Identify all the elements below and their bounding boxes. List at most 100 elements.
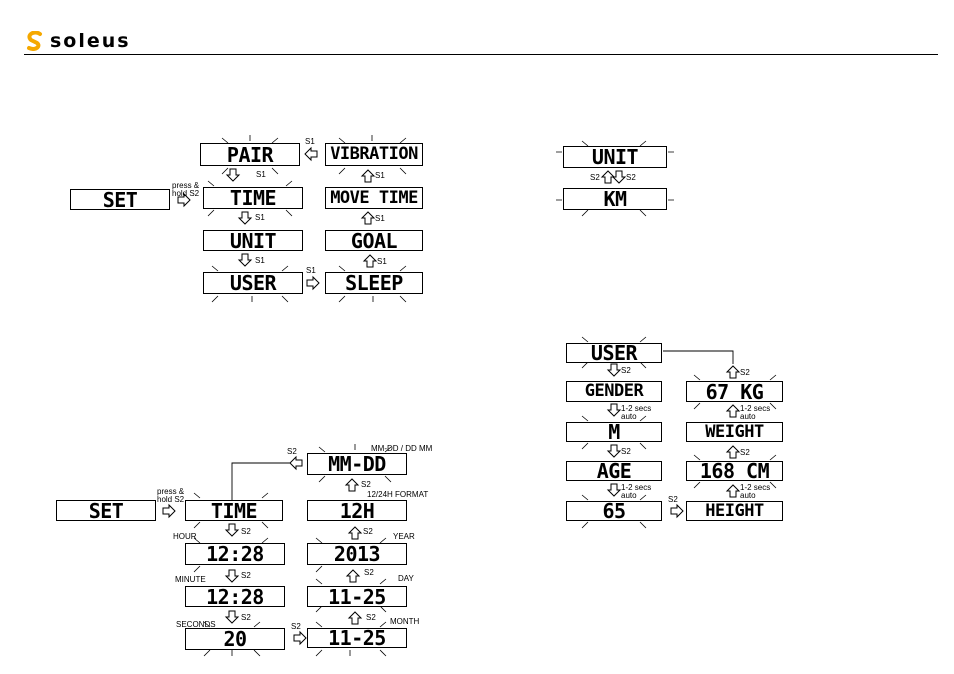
uf-user-label: USER <box>590 341 638 365</box>
arrow-user-sleep-icon <box>306 276 320 290</box>
arrow-vibration-pair-icon <box>304 147 318 161</box>
age-label: AGE <box>596 459 632 483</box>
seconds-label: SECONDS <box>176 620 216 629</box>
minute-box: 12:28 <box>185 586 285 607</box>
month-label: MONTH <box>390 617 420 626</box>
tf-set-label: SET <box>88 498 124 523</box>
unit-flow-unit-label: UNIT <box>591 145 639 169</box>
vibration-label: VIBRATION <box>330 144 418 164</box>
height-box: HEIGHT <box>686 501 783 521</box>
height-label: HEIGHT <box>705 500 764 521</box>
tf-time-box: TIME <box>185 500 283 521</box>
arrow-age-65-icon <box>607 483 621 497</box>
arrow-height-cm-icon <box>726 484 740 498</box>
weight-box: WEIGHT <box>686 422 783 442</box>
s2-label: S2 <box>241 613 251 622</box>
day-label: DAY <box>398 574 414 583</box>
s2-label: S2 <box>366 613 376 622</box>
s2-label: S2 <box>364 568 374 577</box>
age-value: 65 <box>602 499 626 523</box>
auto-label: 1-2 secs auto <box>621 404 652 421</box>
age-value-box: 65 <box>566 501 662 521</box>
move-time-label: MOVE TIME <box>330 187 418 208</box>
month-box: 11-25 <box>307 628 407 648</box>
header-rule <box>24 54 938 55</box>
goal-box: GOAL <box>325 230 423 251</box>
s2-label: S2 <box>241 527 251 536</box>
time-box: TIME <box>203 187 303 209</box>
seconds-value: 20 <box>223 627 247 651</box>
hour-format-value: 12H <box>339 498 375 523</box>
gender-box: GENDER <box>566 381 662 402</box>
arrow-km-unit-icon <box>601 170 615 184</box>
s1-label: S1 <box>375 171 385 180</box>
arrow-sleep-goal-icon <box>363 254 377 268</box>
unit-flow-km-label: KM <box>603 187 627 211</box>
arrow-user-gender-icon <box>607 363 621 377</box>
hour-value: 12:28 <box>206 542 264 566</box>
press-hold-label: press & hold S2 <box>172 181 200 198</box>
s2-label: S2 <box>291 622 301 631</box>
height-value-box: 168 CM <box>686 461 783 481</box>
time-label: TIME <box>229 186 277 210</box>
auto-label: 1-2 secs auto <box>621 483 652 500</box>
weight-value: 67 KG <box>705 379 764 404</box>
brand-name: soleus <box>50 30 131 52</box>
s1-label: S1 <box>377 257 387 266</box>
arrow-weight-kg-icon <box>726 404 740 418</box>
year-label: YEAR <box>393 532 415 541</box>
arrow-gender-m-icon <box>607 403 621 417</box>
s2-label: S2 <box>590 173 600 182</box>
s1-label: S1 <box>375 214 385 223</box>
arrow-day-year-icon <box>346 569 360 583</box>
arrow-unit-km-icon <box>612 170 626 184</box>
vibration-box: VIBRATION <box>325 143 423 166</box>
gender-label: GENDER <box>584 381 644 401</box>
arrow-time-unit-icon <box>238 211 252 225</box>
arrow-time-hour-icon <box>225 523 239 537</box>
s1-label: S1 <box>256 170 266 179</box>
s1-label: S1 <box>255 213 265 222</box>
arrow-12h-mmdd-icon <box>345 478 359 492</box>
arrow-goal-movetime-icon <box>361 211 375 225</box>
hour-format-label: 12/24H FORMAT <box>367 490 429 499</box>
tf-time-label: TIME <box>210 498 258 523</box>
s2-label: S2 <box>668 495 678 504</box>
brand-logo: soleus <box>24 30 131 52</box>
minute-value: 12:28 <box>206 584 264 609</box>
s2-label: S2 <box>287 447 297 456</box>
set-label: SET <box>102 187 138 212</box>
move-time-box: MOVE TIME <box>325 187 423 209</box>
arrow-month-day-icon <box>348 611 362 625</box>
s1-label: S1 <box>305 137 315 146</box>
gender-value-box: M <box>566 422 662 442</box>
user-label: USER <box>229 271 277 295</box>
goal-label: GOAL <box>350 228 398 253</box>
gender-value: M <box>608 420 620 444</box>
s2-label: S2 <box>361 480 371 489</box>
date-format-label: MM-DD / DD MM <box>371 444 433 453</box>
auto-label: 1-2 secs auto <box>740 404 771 421</box>
unit-flow-unit-box: UNIT <box>563 146 667 168</box>
s1-label: S1 <box>306 266 316 275</box>
month-value: 11-25 <box>328 626 386 650</box>
hour-label: HOUR <box>173 532 197 541</box>
arrow-movetime-vibration-icon <box>361 169 375 183</box>
hour-format-box: 12H <box>307 500 407 521</box>
s2-label: S2 <box>740 368 750 377</box>
arrow-cm-weight-icon <box>726 445 740 459</box>
s2-label: S2 <box>363 527 373 536</box>
arrow-seconds-month-icon <box>293 631 307 645</box>
blink-rays <box>193 135 777 657</box>
arrow-minute-seconds-icon <box>225 610 239 624</box>
date-format-value: MM-DD <box>328 452 386 476</box>
s2-label: S2 <box>740 448 750 457</box>
uf-user-box: USER <box>566 343 662 363</box>
pair-box: PAIR <box>200 143 300 166</box>
weight-value-box: 67 KG <box>686 381 783 402</box>
pair-label: PAIR <box>226 142 274 167</box>
s1-label: S1 <box>255 256 265 265</box>
day-value: 11-25 <box>328 584 386 609</box>
s2-label: S2 <box>626 173 636 182</box>
